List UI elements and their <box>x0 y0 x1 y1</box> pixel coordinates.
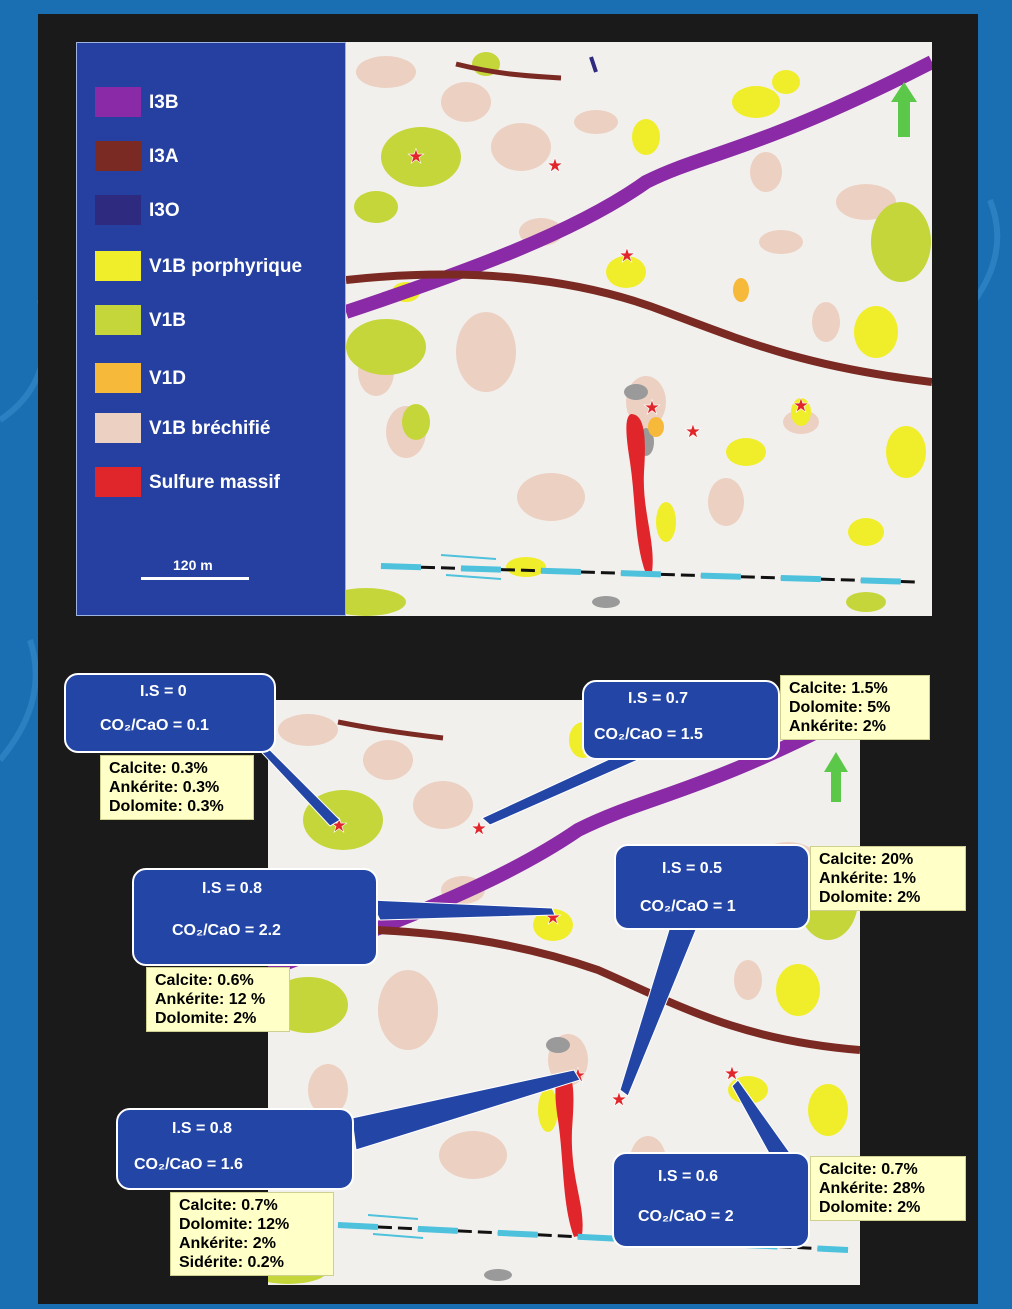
legend-item: I3O <box>95 195 345 225</box>
i3a-dike-north <box>337 719 444 741</box>
sample-star-icon: ★ <box>792 395 810 417</box>
callout-index: I.S = 0.8 CO₂/CaO = 1.6 <box>116 1108 354 1190</box>
legend-swatch <box>95 413 141 443</box>
sample-location-stars: ★ ★ ★ ★ ★ ★ <box>407 146 811 444</box>
massive-sulfide-lens <box>555 1072 583 1237</box>
mineral-line: Sidérite: 0.2% <box>179 1254 284 1271</box>
legend-item: Sulfure massif <box>95 467 345 497</box>
mineral-line: Ankérite: 2% <box>789 718 886 735</box>
alteration-index: I.S = 0.6 <box>658 1168 719 1185</box>
callout-index: I.S = 0.6 CO₂/CaO = 2 <box>612 1152 810 1248</box>
legend-label: Sulfure massif <box>149 472 280 493</box>
gray-bodies <box>484 1037 570 1281</box>
legend-item: V1B <box>95 305 345 335</box>
legend-label: I3A <box>149 146 179 167</box>
mineral-line: Dolomite: 2% <box>819 889 921 906</box>
mineral-line: Calcite: 0.7% <box>179 1197 278 1214</box>
alteration-index: I.S = 0.8 <box>172 1120 233 1137</box>
legend-swatch <box>95 363 141 393</box>
callout-index: I.S = 0.7 CO₂/CaO = 1.5 <box>582 680 780 760</box>
legend-swatch <box>95 141 141 171</box>
mineral-line: Dolomite: 0.3% <box>109 798 224 815</box>
fault-line <box>380 554 917 585</box>
v1b-brechifie-bodies <box>356 56 896 526</box>
co2-cao-ratio: CO₂/CaO = 2.2 <box>172 922 281 939</box>
legend-item: I3A <box>95 141 345 171</box>
legend-label: V1B <box>149 310 186 331</box>
sample-star-icon: ★ <box>643 397 661 419</box>
sample-star-icon: ★ <box>470 818 488 840</box>
v1b-bodies <box>346 52 931 616</box>
co2-cao-ratio: CO₂/CaO = 1 <box>640 898 736 915</box>
alteration-index: I.S = 0.8 <box>202 880 263 897</box>
mineral-line: Ankérite: 0.3% <box>109 779 220 796</box>
legend-item: V1D <box>95 363 345 393</box>
callout-index: I.S = 0 CO₂/CaO = 0.1 <box>64 673 276 753</box>
mineral-line: Dolomite: 2% <box>819 1199 921 1216</box>
legend-item: V1B porphyrique <box>95 251 345 281</box>
legend-label: V1D <box>149 368 186 389</box>
massive-sulfide-lens <box>626 414 653 574</box>
north-arrow-icon <box>824 752 848 802</box>
v1d-bodies <box>648 278 749 437</box>
legend-swatch <box>95 195 141 225</box>
sample-star-icon: ★ <box>546 155 564 177</box>
north-arrow-icon <box>891 82 917 137</box>
mineral-line: Ankérite: 28% <box>819 1180 925 1197</box>
i3a-dike <box>346 270 932 386</box>
mineral-line: Dolomite: 5% <box>789 699 891 716</box>
mineral-line: Calcite: 0.3% <box>109 760 208 777</box>
mineral-line: Calcite: 0.7% <box>819 1161 918 1178</box>
mineral-line: Calcite: 20% <box>819 851 914 868</box>
geologic-map-top: ★ ★ ★ ★ ★ ★ <box>346 42 932 616</box>
mineral-line: Calcite: 0.6% <box>155 972 254 989</box>
mineral-box: Calcite: 0.3% Ankérite: 0.3% Dolomite: 0… <box>100 755 254 820</box>
legend-label: V1B bréchifié <box>149 418 271 439</box>
legend-item: I3B <box>95 87 345 117</box>
co2-cao-ratio: CO₂/CaO = 1.6 <box>134 1156 243 1173</box>
legend-label: I3B <box>149 92 179 113</box>
geologic-map-drawing: ★ ★ ★ ★ ★ ★ <box>346 52 932 616</box>
co2-cao-ratio: CO₂/CaO = 1.5 <box>594 726 703 743</box>
legend-swatch <box>95 467 141 497</box>
alteration-index: I.S = 0.7 <box>628 690 689 707</box>
mineral-line: Ankérite: 12 % <box>155 991 266 1008</box>
legend-item: V1B bréchifié <box>95 413 345 443</box>
mineral-line: Dolomite: 12% <box>179 1216 290 1233</box>
legend-label: V1B porphyrique <box>149 256 303 277</box>
sample-star-icon: ★ <box>684 421 702 443</box>
callout-index: I.S = 0.8 CO₂/CaO = 2.2 <box>132 868 378 966</box>
scale-bar <box>141 577 249 580</box>
map-legend: I3B I3A I3O V1B porphyrique V1B V1D V1B … <box>76 42 346 616</box>
legend-swatch <box>95 305 141 335</box>
mineral-line: Ankérite: 2% <box>179 1235 276 1252</box>
sample-star-icon: ★ <box>610 1089 628 1111</box>
mineral-box: Calcite: 0.6% Ankérite: 12 % Dolomite: 2… <box>146 967 290 1032</box>
co2-cao-ratio: CO₂/CaO = 0.1 <box>100 717 209 734</box>
i3o-dike <box>589 56 598 73</box>
i3a-dike-north <box>455 61 562 81</box>
mineral-line: Calcite: 1.5% <box>789 680 888 697</box>
sample-star-icon: ★ <box>723 1063 741 1085</box>
mineral-line: Ankérite: 1% <box>819 870 916 887</box>
legend-label: I3O <box>149 200 180 221</box>
co2-cao-ratio: CO₂/CaO = 2 <box>638 1208 734 1225</box>
legend-swatch <box>95 251 141 281</box>
mineral-box: Calcite: 20% Ankérite: 1% Dolomite: 2% <box>810 846 966 911</box>
alteration-index: I.S = 0 <box>140 683 187 700</box>
callout-index: I.S = 0.5 CO₂/CaO = 1 <box>614 844 810 930</box>
v1b-porphyrique-bodies <box>392 70 926 577</box>
sample-star-icon: ★ <box>407 146 425 168</box>
alteration-index: I.S = 0.5 <box>662 860 723 877</box>
mineral-box: Calcite: 1.5% Dolomite: 5% Ankérite: 2% <box>780 675 930 740</box>
scale-bar-label: 120 m <box>173 557 213 573</box>
mineral-box: Calcite: 0.7% Dolomite: 12% Ankérite: 2%… <box>170 1192 334 1276</box>
legend-swatch <box>95 87 141 117</box>
mineral-box: Calcite: 0.7% Ankérite: 28% Dolomite: 2% <box>810 1156 966 1221</box>
mineral-line: Dolomite: 2% <box>155 1010 257 1027</box>
sample-star-icon: ★ <box>618 245 636 267</box>
